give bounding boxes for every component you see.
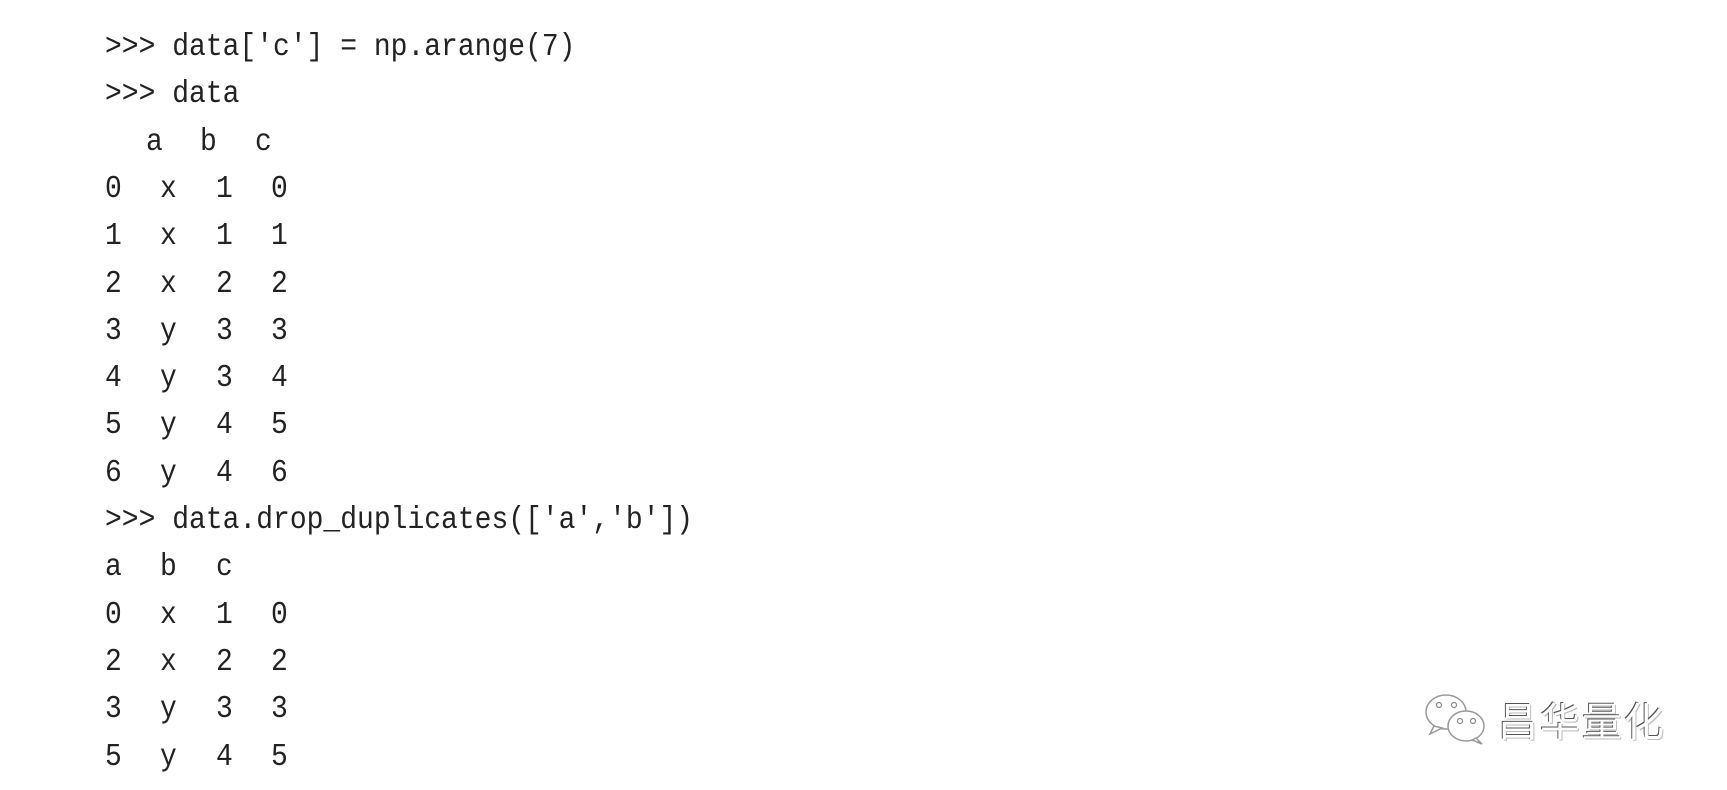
table-cell: 4 — [216, 739, 233, 775]
table-cell: 5 — [105, 408, 122, 444]
table-cell: b — [200, 124, 217, 160]
table-cell: x — [160, 645, 177, 680]
table-cell: 3 — [271, 692, 288, 728]
table-cell: 2 — [105, 645, 122, 680]
table-cell: y — [160, 408, 177, 444]
table-cell: 2 — [216, 266, 233, 302]
table-cell: 1 — [105, 219, 122, 255]
table-cell: 1 — [271, 219, 288, 255]
table-cell: 0 — [105, 597, 122, 633]
table-cell: 2 — [105, 266, 122, 302]
watermark-text: 昌华量化 — [1498, 700, 1666, 746]
table-cell: x — [160, 597, 177, 633]
table-cell: 3 — [271, 313, 288, 349]
table-cell: 5 — [105, 739, 122, 775]
table-cell: 6 — [271, 455, 288, 491]
table-cell: b — [160, 550, 177, 586]
table-cell: c — [255, 124, 272, 160]
table-cell: 1 — [216, 172, 233, 207]
table-cell: 4 — [105, 361, 122, 396]
table-cell: 3 — [216, 361, 233, 396]
table-cell: y — [160, 692, 177, 728]
table-cell: x — [160, 172, 177, 207]
code-line: >>> data.drop_duplicates(['a','b']) — [105, 503, 694, 538]
table-cell: y — [160, 361, 177, 396]
table-cell: y — [160, 313, 177, 349]
table-cell: 0 — [105, 172, 122, 207]
table-cell: 6 — [105, 455, 122, 491]
table-cell: 0 — [271, 172, 288, 207]
table-cell: 4 — [216, 408, 233, 444]
table-cell: 1 — [216, 219, 233, 255]
code-line: >>> data — [105, 77, 240, 113]
table-cell: 4 — [216, 455, 233, 491]
code-line: >>> data['c'] = np.arange(7) — [105, 30, 576, 65]
table-cell: 3 — [105, 692, 122, 728]
table-cell: a — [105, 550, 122, 586]
table-cell: 3 — [216, 692, 233, 728]
table-cell: a — [146, 124, 163, 160]
wechat-icon — [1425, 694, 1485, 745]
table-cell: 1 — [216, 597, 233, 633]
table-cell: 2 — [216, 645, 233, 680]
watermark: 昌华量化 — [1422, 690, 1666, 748]
table-cell: 2 — [271, 266, 288, 302]
table-cell: c — [216, 550, 233, 586]
table-cell: y — [160, 739, 177, 775]
table-cell: x — [160, 266, 177, 302]
table-cell: 4 — [271, 361, 288, 396]
table-cell: y — [160, 455, 177, 491]
table-cell: 5 — [271, 739, 288, 775]
table-cell: 5 — [271, 408, 288, 444]
table-cell: x — [160, 219, 177, 255]
table-cell: 0 — [271, 597, 288, 633]
table-cell: 3 — [216, 313, 233, 349]
table-cell: 2 — [271, 645, 288, 680]
table-cell: 3 — [105, 313, 122, 349]
